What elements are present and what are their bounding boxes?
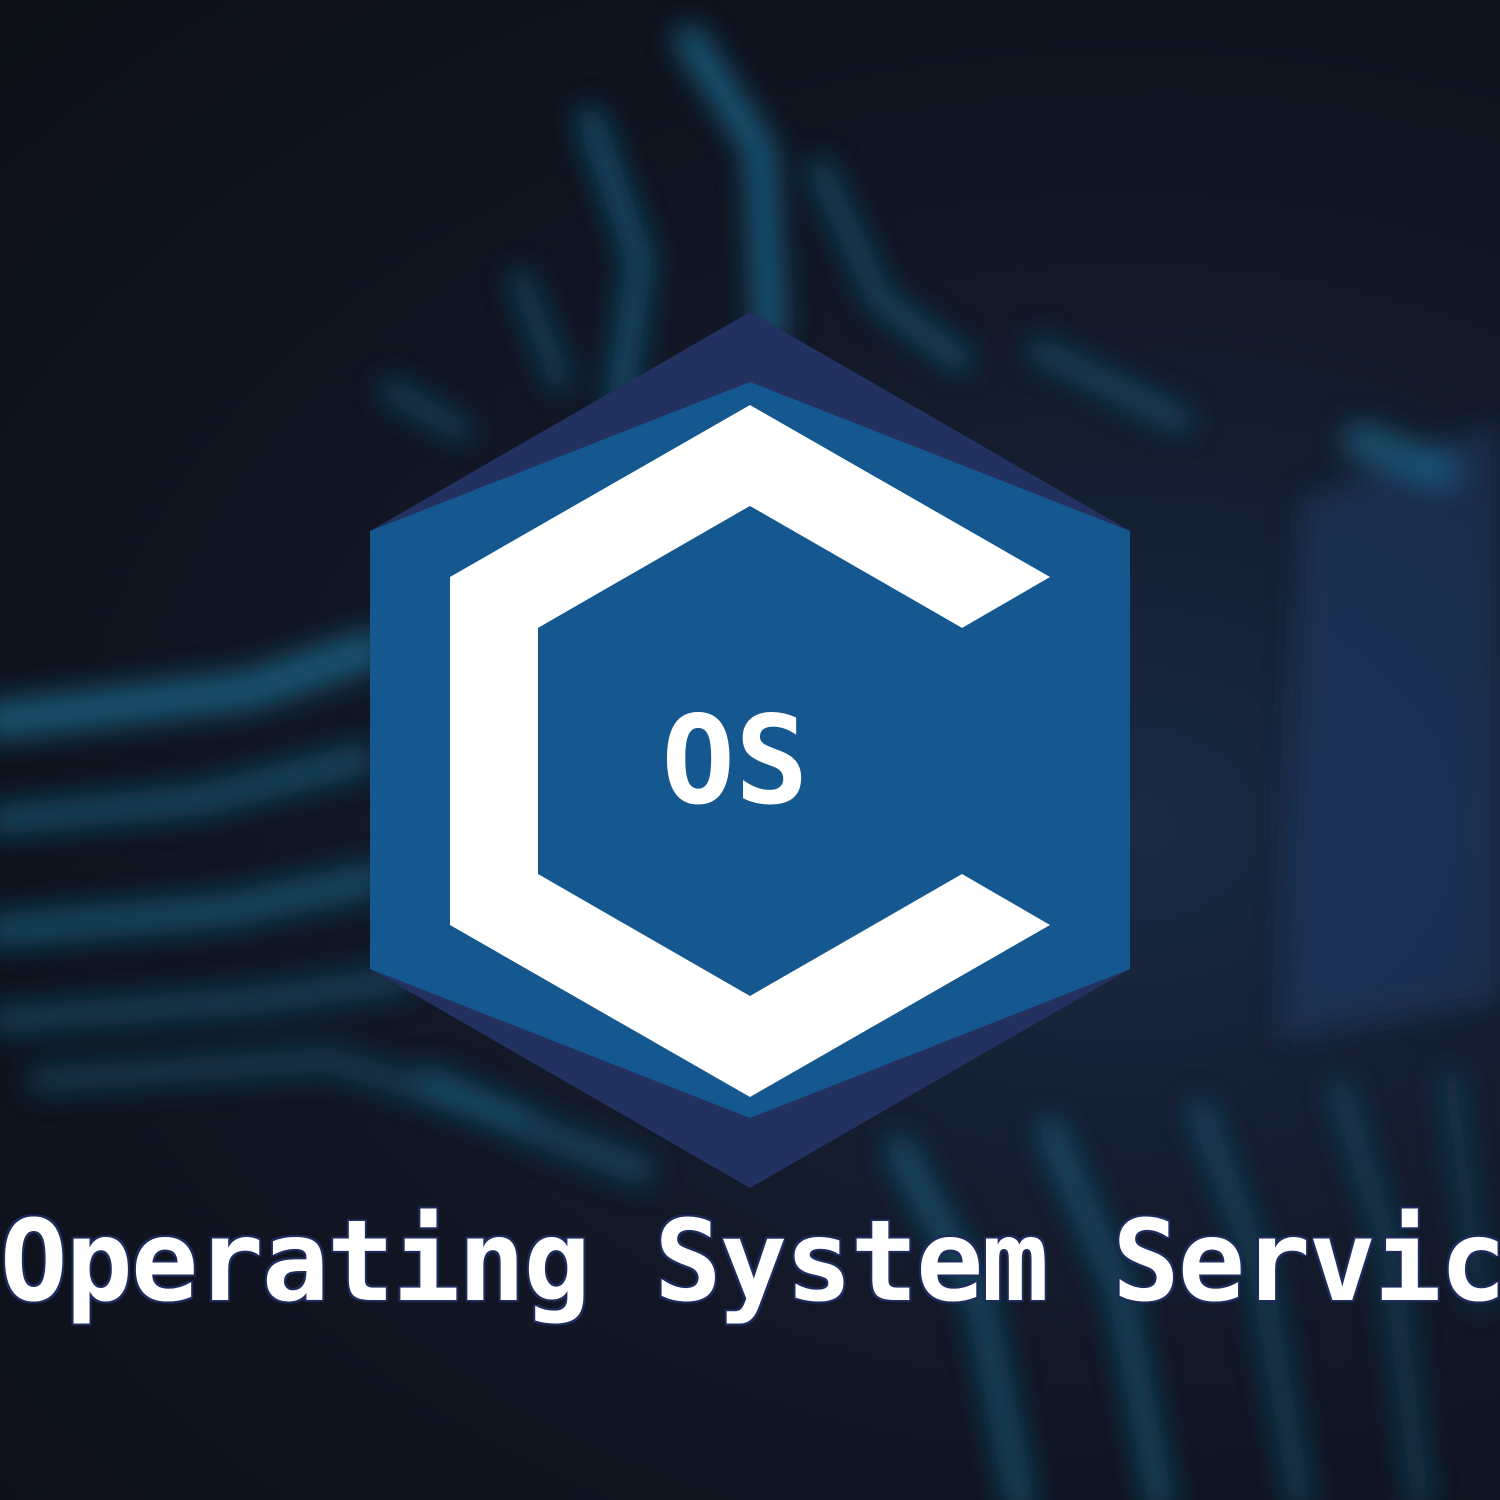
- c-monogram-inner: [538, 506, 1130, 996]
- circuit-trace: [1037, 1117, 1173, 1500]
- circuit-trace: [1329, 1079, 1431, 1500]
- cos-logo: OS: [370, 312, 1130, 1188]
- circuit-trace: [808, 158, 972, 372]
- chip-shape: [1280, 420, 1500, 1040]
- circuit-trace: [378, 378, 472, 442]
- c-monogram: [450, 405, 1050, 1097]
- circuit-trace: [577, 107, 654, 413]
- circuit-trace: [509, 269, 571, 391]
- circuit-trace: [1027, 337, 1193, 433]
- circuit-trace: [1188, 1098, 1312, 1500]
- circuit-trace: [0, 966, 414, 1034]
- circuit-trace: [415, 1065, 655, 1185]
- caption-title: Operating System Services: [0, 1197, 1500, 1327]
- circuit-trace: [675, 25, 785, 345]
- os-label: OS: [662, 690, 809, 832]
- circuit-trace: [1440, 1070, 1490, 1310]
- circuit-trace: [0, 630, 390, 740]
- circuit-trace: [0, 745, 375, 835]
- circuit-trace: [1342, 422, 1458, 488]
- circuit-trace: [886, 1136, 1034, 1500]
- circuit-trace: [0, 863, 387, 947]
